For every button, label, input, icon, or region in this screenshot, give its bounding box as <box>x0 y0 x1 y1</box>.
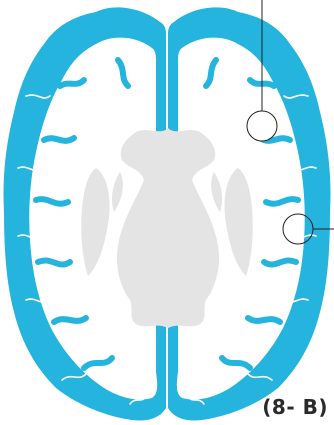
callout-circle-upper <box>247 111 277 141</box>
figure-label: (8- B) <box>262 395 328 419</box>
ventricles-thalamus <box>117 128 219 328</box>
